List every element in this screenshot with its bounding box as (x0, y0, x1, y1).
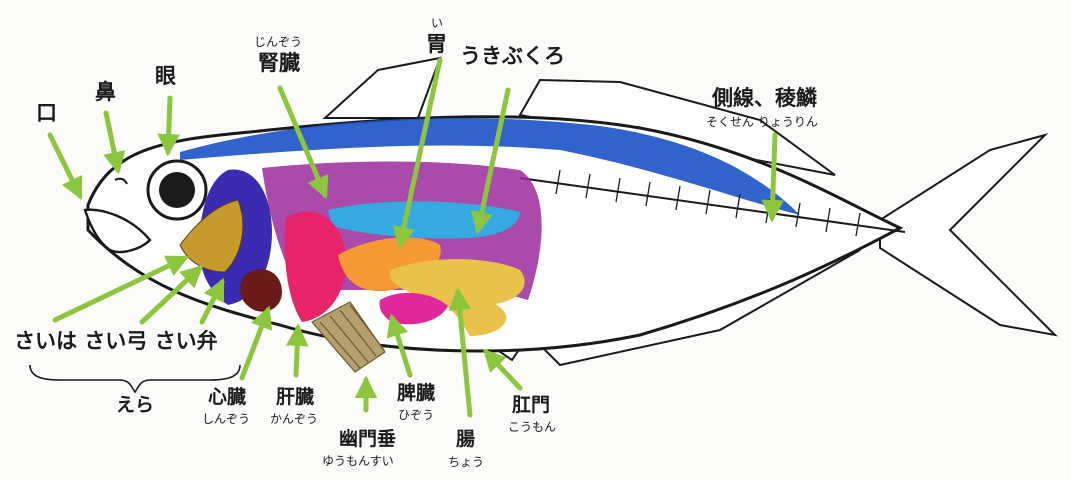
label-anus: 肛門 (512, 396, 550, 415)
label-spleen: 脾臓 (397, 384, 435, 403)
eye-pupil (159, 172, 195, 208)
tail-fin (880, 135, 1055, 335)
ruby-stomach: い (431, 17, 443, 29)
label-liver: 肝臓 (276, 388, 314, 407)
label-mouth: 口 (36, 103, 57, 124)
label-swim-bladder: うきぶくろ (460, 46, 565, 67)
ruby-pyloric-caeca: ゆうもんすい (322, 455, 394, 467)
label-lateral-line: 側線、稜鱗 (712, 88, 817, 109)
ruby-intestine: ちょう (448, 456, 484, 468)
label-pyloric-caeca: 幽門垂 (339, 430, 396, 449)
label-gill-parts: さいは さい弓 さい弁 (14, 331, 218, 352)
label-heart: 心臓 (208, 388, 246, 407)
label-stomach: 胃 (426, 34, 447, 55)
ruby-lateral-line: そくせん りょうりん (706, 116, 818, 128)
ruby-spleen: ひぞう (398, 409, 434, 421)
ruby-anus: こうもん (508, 421, 556, 433)
label-nose: 鼻 (95, 82, 116, 103)
ruby-kidney: じんぞう (254, 36, 302, 48)
ruby-liver: かんぞう (270, 413, 318, 425)
label-eye: 眼 (155, 66, 176, 87)
label-kidney: 腎臓 (258, 53, 300, 74)
label-intestine: 腸 (456, 430, 475, 449)
ruby-heart: しんぞう (202, 413, 250, 425)
label-gills: えら (116, 396, 154, 415)
